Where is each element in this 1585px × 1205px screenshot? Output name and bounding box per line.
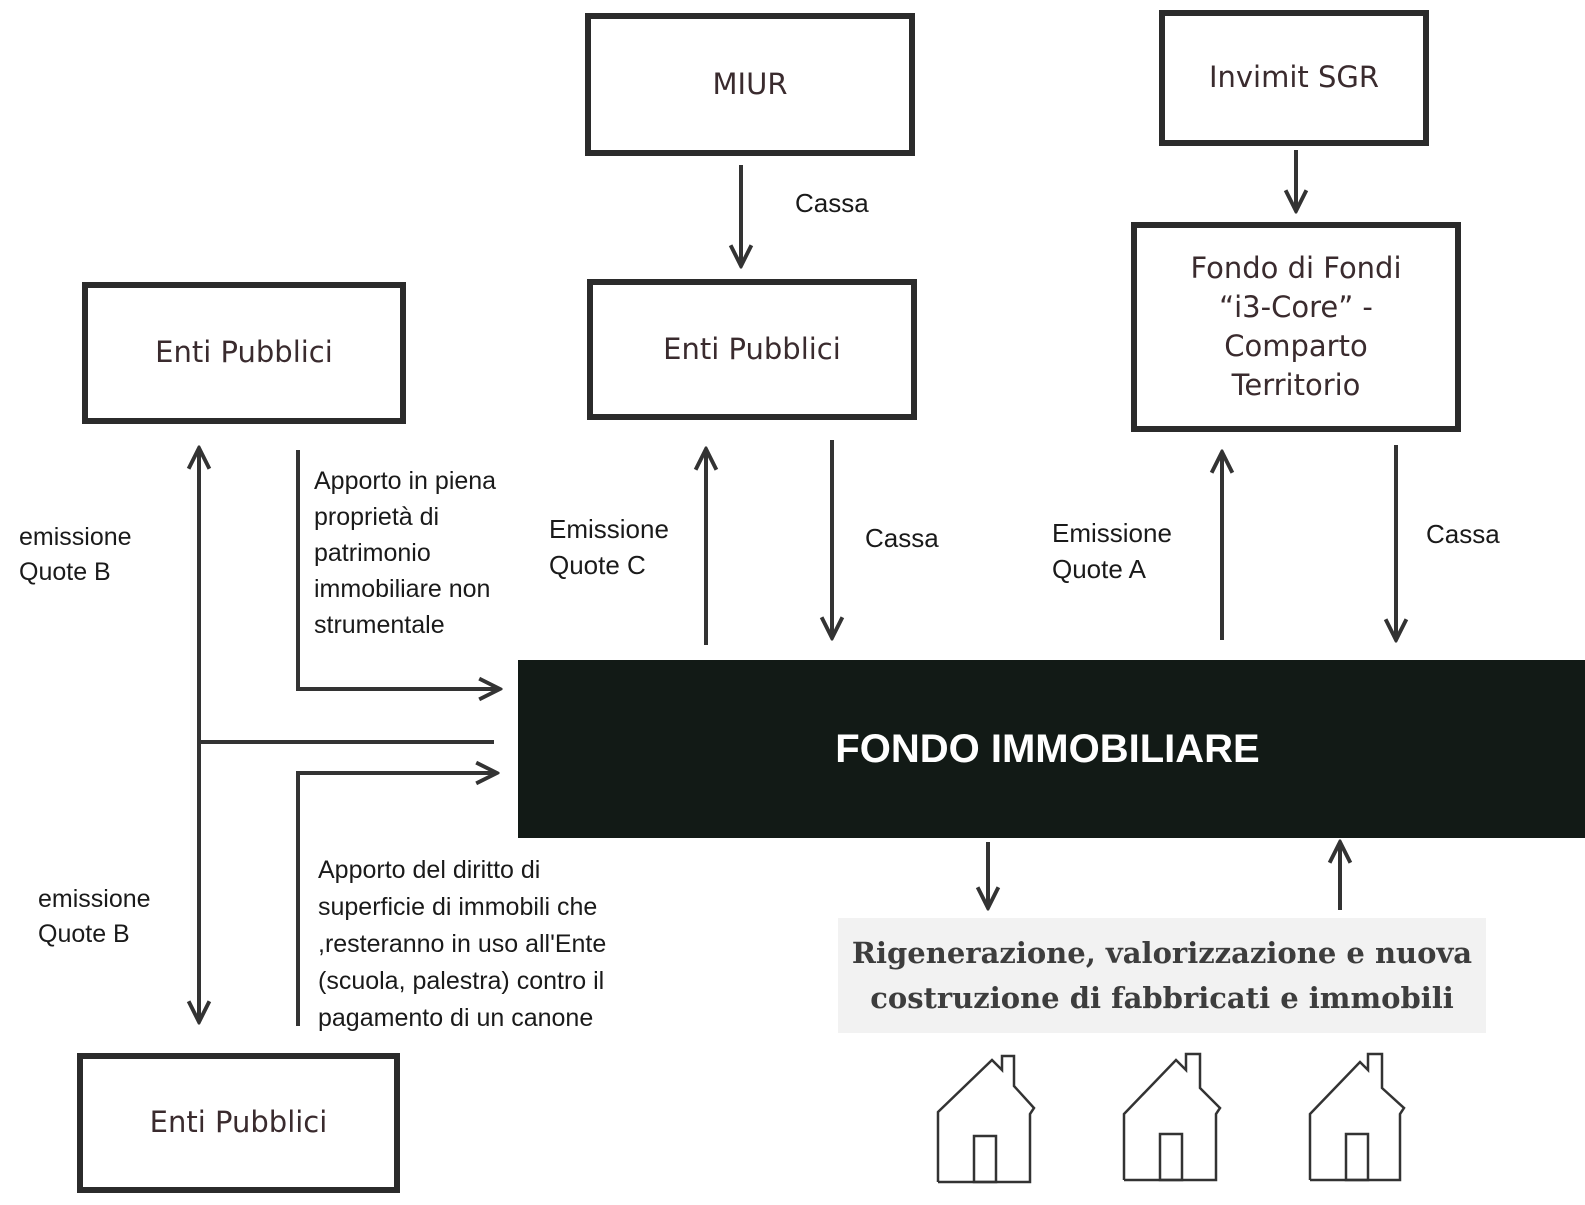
emissione-line: emissione — [19, 523, 132, 551]
apporto-line: ,resteranno in uso all'Ente — [318, 930, 607, 958]
emissione-quote-a-label: Emissione Quote A — [1052, 515, 1172, 588]
rigenerazione-line: costruzione di fabbricati e immobili — [870, 980, 1454, 1015]
house-icon — [1122, 1052, 1222, 1182]
invimit-box: Invimit SGR — [1159, 10, 1429, 146]
invimit-label: Invimit SGR — [1208, 60, 1380, 95]
apporto-line: Apporto in piena — [314, 467, 497, 495]
apporto-line: superficie di immobili che — [318, 893, 598, 921]
quote-line: Quote A — [1052, 554, 1146, 585]
apporto-line: strumentale — [314, 611, 445, 639]
fondo-immobiliare-label: FONDO IMMOBILIARE — [835, 726, 1260, 771]
apporto-line: immobiliare non — [314, 575, 491, 603]
cassa-right-label: Cassa — [1426, 519, 1500, 549]
arrow-apporto-piena — [296, 450, 500, 689]
quote-line: Quote C — [549, 550, 646, 581]
fondo-di-fondi-line: Comparto — [1224, 329, 1368, 363]
enti-pubblici-top-left-box: Enti Pubblici — [82, 282, 406, 424]
arrow-apporto-diritto — [296, 773, 497, 1026]
cassa-center-label: Cassa — [865, 523, 939, 553]
apporto-diritto-superficie-label: Apporto del diritto di superficie di imm… — [318, 852, 606, 1037]
apporto-piena-proprieta-label: Apporto in piena proprietà di patrimonio… — [314, 463, 496, 643]
house-icon — [936, 1054, 1036, 1184]
emissione-quote-c-label: Emissione Quote C — [549, 511, 669, 584]
enti-pubblici-label: Enti Pubblici — [155, 335, 333, 370]
fondo-di-fondi-line: “i3-Core” - — [1219, 289, 1373, 324]
fondo-immobiliare-block: FONDO IMMOBILIARE — [518, 660, 1585, 838]
fondo-di-fondi-box: Fondo di Fondi “i3-Core” - Comparto Terr… — [1131, 222, 1461, 432]
apporto-line: pagamento di un canone — [318, 1004, 594, 1032]
enti-pubblici-center-box: Enti Pubblici — [587, 279, 917, 420]
fondo-di-fondi-line: Fondo di Fondi — [1190, 250, 1402, 285]
emissione-quote-b-bottom-label: emissione Quote B — [38, 882, 151, 952]
house-icon — [1308, 1052, 1406, 1182]
rigenerazione-box: Rigenerazione, valorizzazione e nuova co… — [838, 918, 1486, 1033]
enti-pubblici-label: Enti Pubblici — [663, 331, 841, 366]
apporto-line: Apporto del diritto di — [318, 856, 541, 884]
rigenerazione-line: Rigenerazione, valorizzazione e nuova — [851, 935, 1473, 970]
apporto-line: proprietà di — [314, 503, 440, 531]
apporto-line: (scuola, palestra) contro il — [318, 967, 605, 995]
miur-box: MIUR — [585, 13, 915, 156]
quote-line: Quote B — [38, 920, 130, 948]
miur-label: MIUR — [712, 66, 788, 101]
enti-pubblici-label: Enti Pubblici — [149, 1105, 328, 1140]
emissione-line: emissione — [38, 885, 151, 913]
fondo-di-fondi-line: Territorio — [1231, 368, 1361, 403]
quote-line: Quote B — [19, 558, 111, 586]
emissione-line: Emissione — [549, 514, 669, 544]
emissione-line: Emissione — [1052, 518, 1172, 548]
apporto-line: patrimonio — [314, 539, 431, 567]
cassa-miur-label: Cassa — [795, 188, 869, 218]
enti-pubblici-bottom-left-box: Enti Pubblici — [77, 1053, 400, 1193]
emissione-quote-b-top-label: emissione Quote B — [19, 520, 132, 590]
